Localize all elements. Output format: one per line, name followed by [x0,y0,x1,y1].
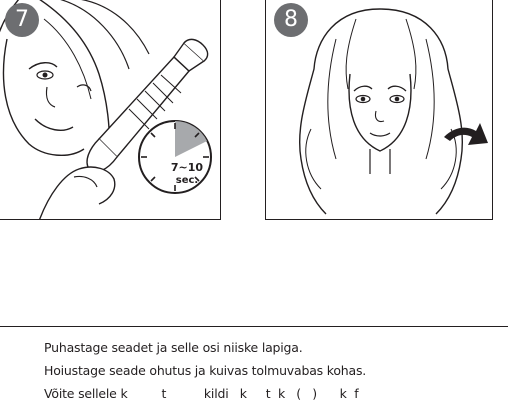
step-number-badge: 8 [274,3,308,37]
curling-hair-drawing: 7~10 sec. [0,0,221,220]
step-8-illustration: 8 [265,0,493,220]
timer-unit: sec. [176,175,198,186]
rotation-arrow-icon [444,123,488,145]
instruction-item: Puhastage seadet ja selle osi niiske lap… [44,336,508,359]
instruction-item: Hoiustage seade ohutus ja kuivas tolmuva… [44,359,508,382]
step-7-illustration: 7~10 sec. 7 [0,0,221,220]
cleaning-instructions-list: Puhastage seadet ja selle osi niiske lap… [44,336,508,405]
section-divider [0,326,508,327]
timer-value: 7~10 [171,161,204,174]
step-number-badge: 7 [5,3,39,37]
instruction-item: Võite sellele k t kildi k t k ( ) k f [44,382,508,405]
